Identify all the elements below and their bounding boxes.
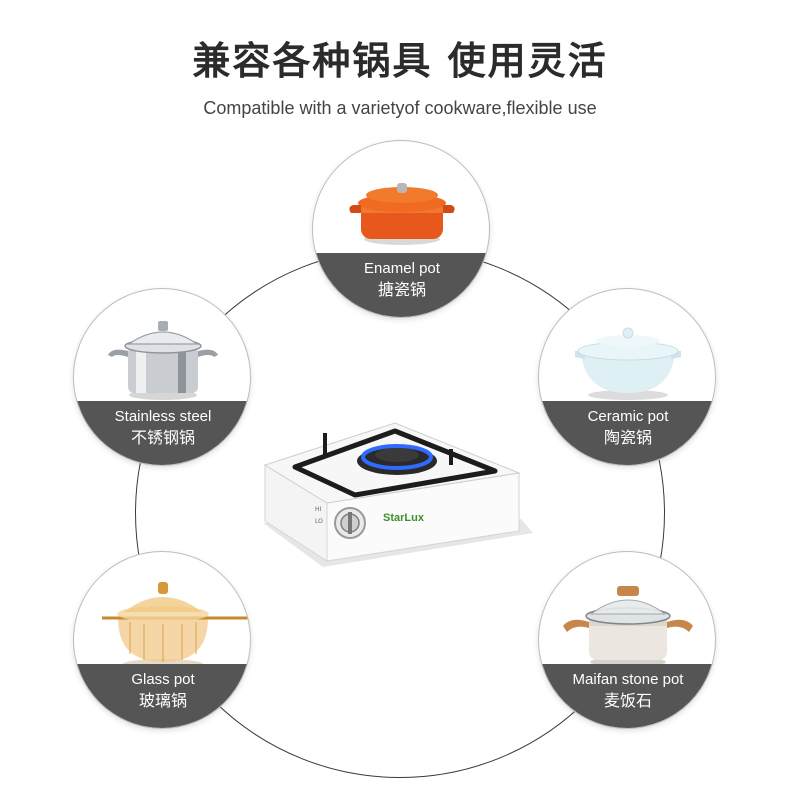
cookware-name-cn: 搪瓷锅 (377, 280, 426, 299)
burner-knob (334, 507, 366, 539)
cookware-name-en: Ceramic pot (587, 408, 669, 425)
cookware-name-en: Stainless steel (114, 408, 212, 425)
cookware-label: Stainless steel 不锈钢锅 (74, 401, 250, 465)
stove-brand-logo: StarLux (383, 512, 425, 524)
cookware-name-cn: 陶瓷锅 (603, 428, 652, 447)
cookware-name-cn: 玻璃锅 (138, 691, 187, 710)
cookware-card-enamel: Enamel pot 搪瓷锅 (312, 140, 490, 318)
enamel-pot-icon (349, 183, 455, 245)
page-subtitle: Compatible with a varietyof cookware,fle… (203, 98, 597, 118)
cookware-label: Glass pot 玻璃锅 (74, 664, 250, 728)
glass-pot-icon (102, 582, 250, 669)
cookware-card-stone: Maifan stone pot 麦饭石 (538, 551, 716, 729)
cookware-name-en: Maifan stone pot (572, 671, 684, 688)
cookware-name-en: Glass pot (131, 671, 195, 688)
stone-pot-icon (563, 586, 693, 667)
cookware-label: Maifan stone pot 麦饭石 (539, 664, 715, 728)
page-title: 兼容各种锅具 使用灵活 (192, 39, 608, 83)
cookware-label: Ceramic pot 陶瓷锅 (539, 401, 715, 465)
gas-stove-illustration: HI LO StarLux (263, 422, 533, 567)
stainless-pot-icon (108, 321, 218, 400)
cookware-card-glass: Glass pot 玻璃锅 (73, 551, 251, 729)
cookware-label: Enamel pot 搪瓷锅 (313, 253, 489, 317)
cookware-name-cn: 麦饭石 (603, 691, 652, 710)
cookware-name-cn: 不锈钢锅 (130, 428, 195, 447)
knob-mark-high: HI (315, 506, 322, 513)
cookware-card-stainless: Stainless steel 不锈钢锅 (73, 288, 251, 466)
ceramic-pot-icon (575, 327, 681, 400)
cookware-name-en: Enamel pot (364, 260, 440, 277)
cookware-card-ceramic: Ceramic pot 陶瓷锅 (538, 288, 716, 466)
knob-mark-low: LO (315, 518, 323, 525)
